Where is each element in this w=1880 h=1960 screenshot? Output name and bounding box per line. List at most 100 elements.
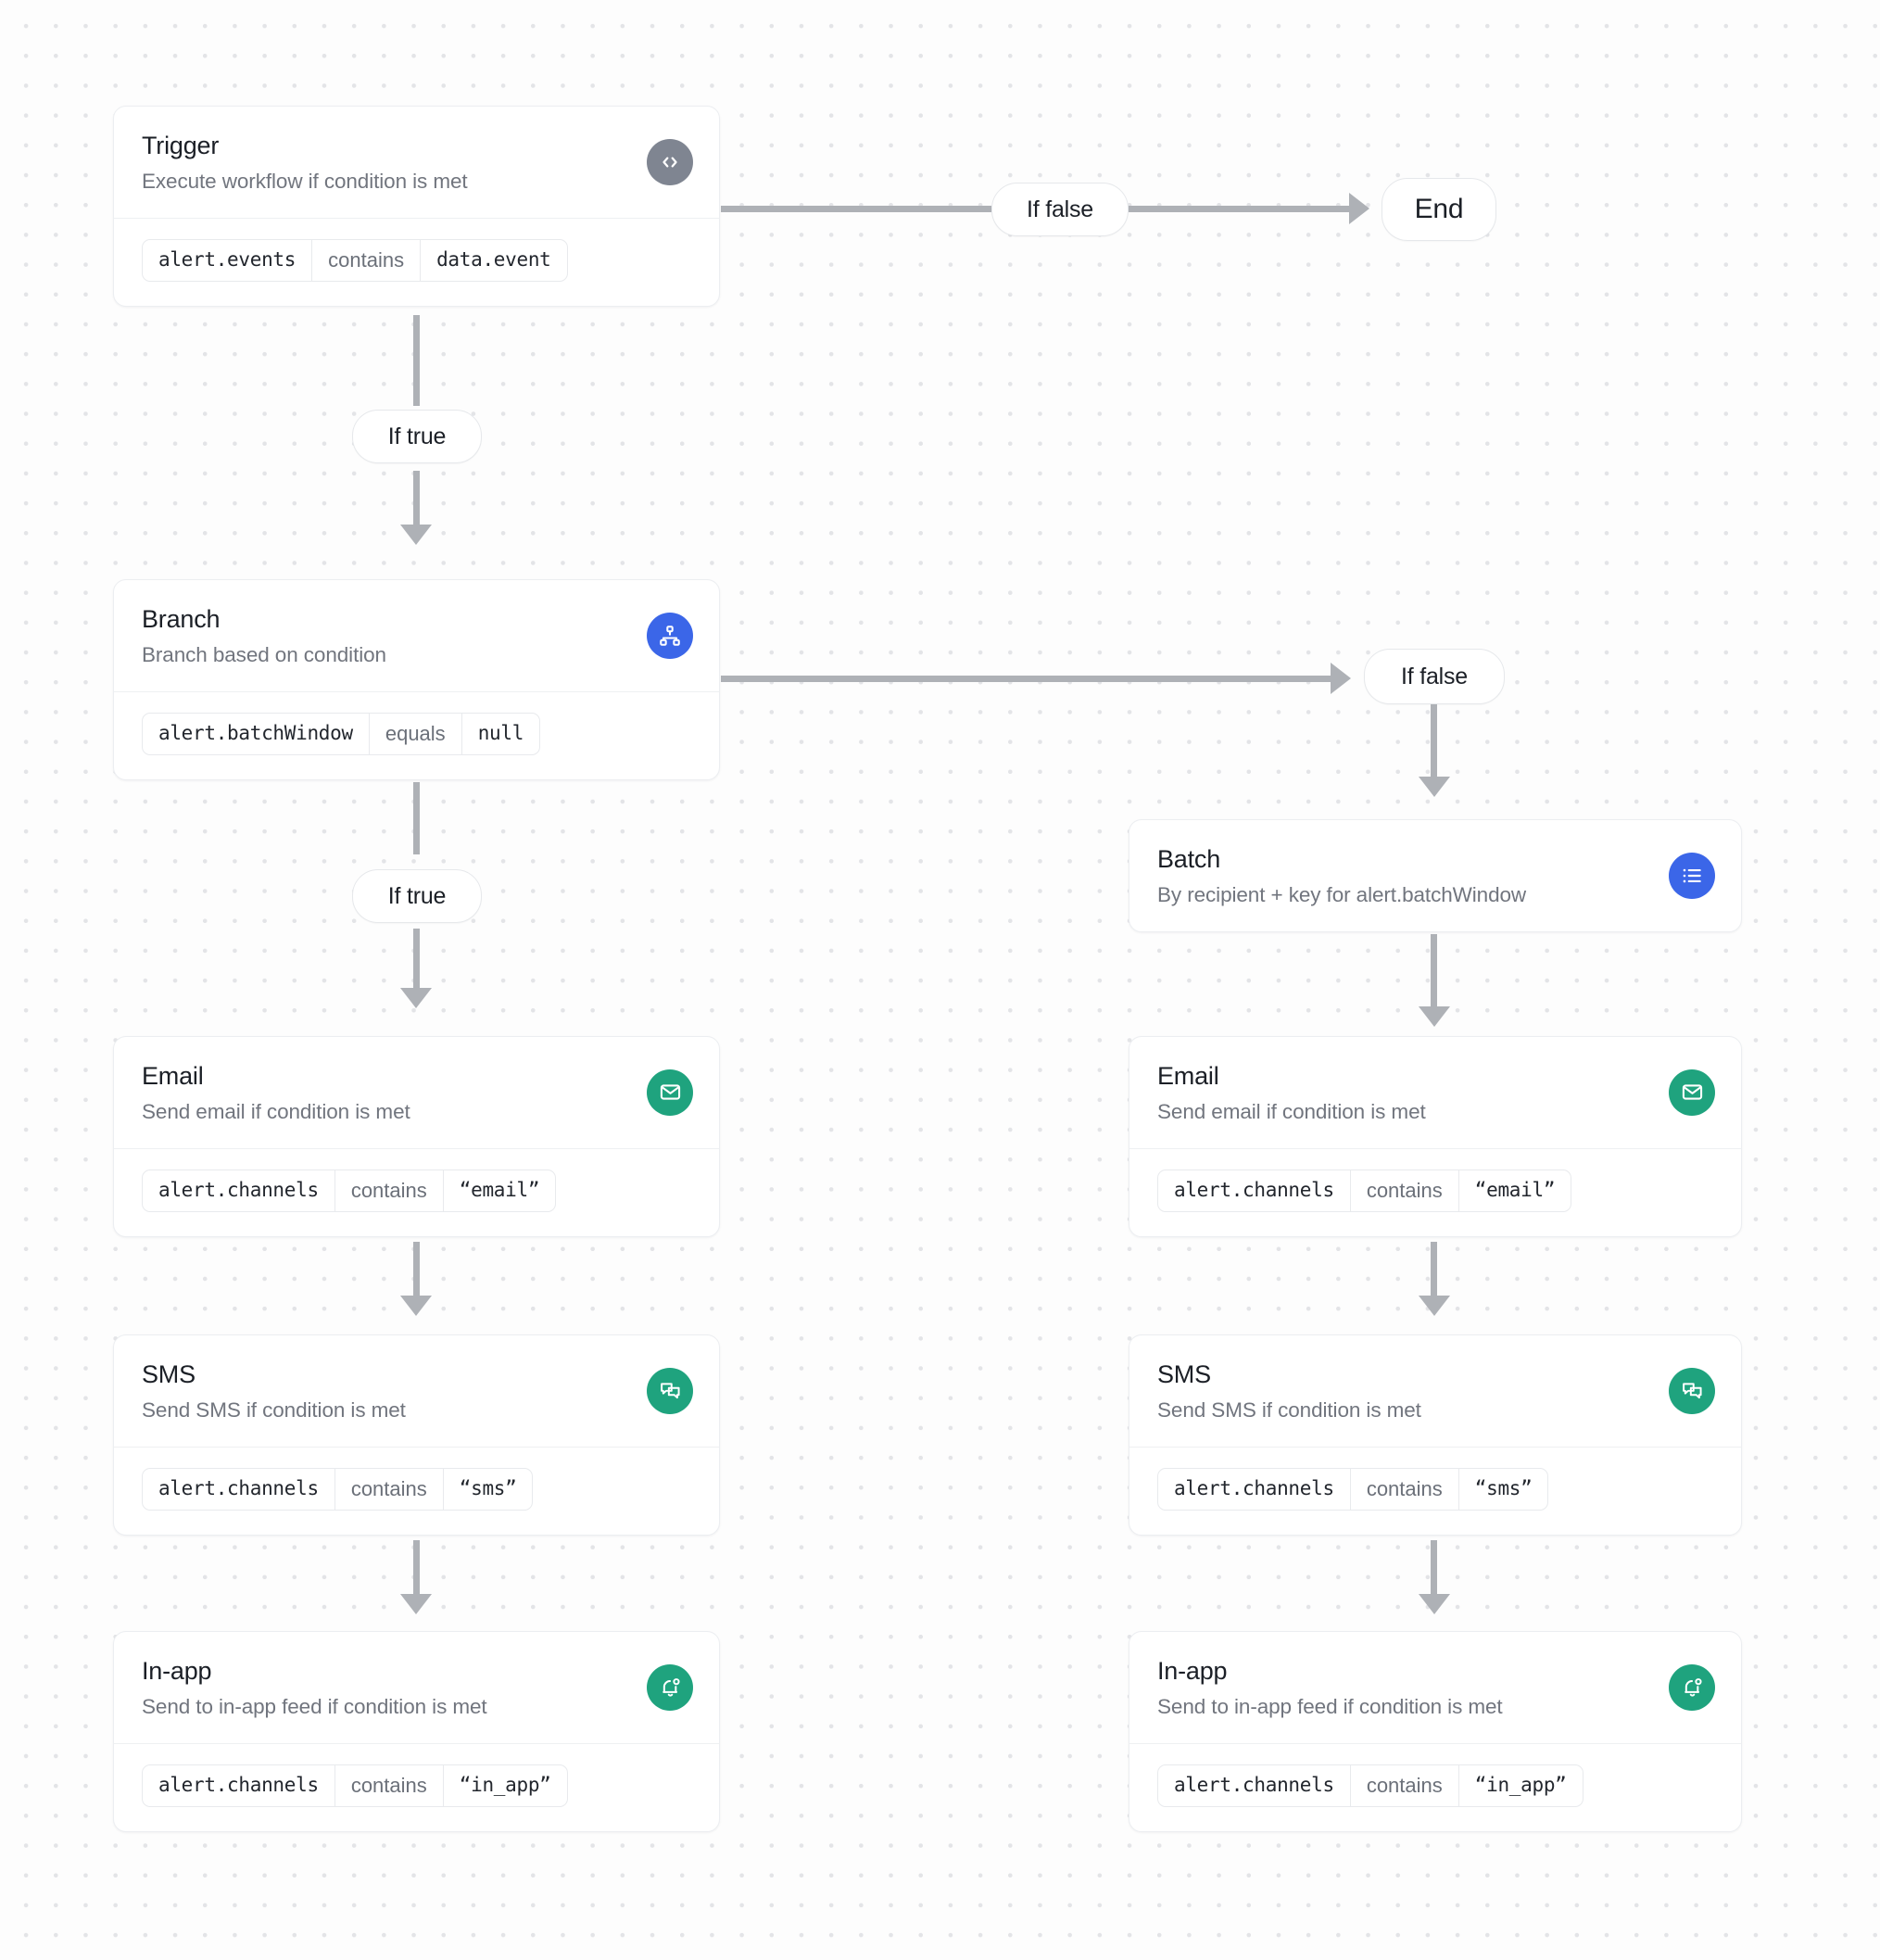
inapp-left-subtitle: Send to in-app feed if condition is met	[142, 1695, 487, 1719]
batch-card-header: Batch By recipient + key for alert.batch…	[1129, 820, 1741, 931]
condition-value: “email”	[459, 1179, 540, 1202]
arrowhead-to-email-left	[400, 988, 432, 1008]
batch-subtitle: By recipient + key for alert.batchWindow	[1157, 883, 1527, 907]
inapp-right-card-header: In-app Send to in-app feed if condition …	[1129, 1632, 1741, 1743]
pill-end[interactable]: End	[1382, 178, 1496, 241]
arrowhead-to-sms-right	[1419, 1296, 1450, 1316]
list-icon	[1669, 852, 1715, 899]
condition-operator: equals	[368, 713, 462, 754]
branch-card-body: alert.batchWindow equals null	[114, 690, 719, 779]
sms-right-title: SMS	[1157, 1360, 1211, 1388]
sms-right-subtitle: Send SMS if condition is met	[1157, 1398, 1421, 1423]
inapp-right-subtitle: Send to in-app feed if condition is met	[1157, 1695, 1503, 1719]
connector-email-to-sms-left	[413, 1242, 420, 1297]
email-right-card-body: alert.channels contains “email”	[1129, 1147, 1741, 1236]
arrowhead-to-branch	[400, 525, 432, 545]
arrowhead-to-sms-left	[400, 1296, 432, 1316]
inapp-right-card-body: alert.channels contains “in_app”	[1129, 1742, 1741, 1831]
node-card-branch[interactable]: Branch Branch based on condition alert.b…	[113, 579, 720, 780]
connector-trigger-to-iffalse	[721, 206, 991, 212]
batch-title: Batch	[1157, 845, 1221, 873]
bell-dot-icon	[1669, 1663, 1715, 1711]
arrowhead-to-email-right	[1419, 1006, 1450, 1027]
condition-field: alert.channels	[1174, 1774, 1334, 1797]
arrowhead-to-end	[1349, 193, 1369, 224]
pill-branch-if-false[interactable]: If false	[1364, 649, 1505, 704]
email-right-title: Email	[1157, 1062, 1219, 1090]
envelope-icon	[1669, 1069, 1715, 1116]
condition-operator: contains	[311, 239, 422, 281]
sms-right-card-header: SMS Send SMS if condition is met	[1129, 1335, 1741, 1447]
node-card-trigger[interactable]: Trigger Execute workflow if condition is…	[113, 106, 720, 307]
inapp-left-card-header: In-app Send to in-app feed if condition …	[114, 1632, 719, 1743]
pill-trigger-if-true[interactable]: If true	[352, 410, 482, 463]
node-card-inapp-left[interactable]: In-app Send to in-app feed if condition …	[113, 1631, 720, 1832]
chat-bubbles-icon	[647, 1367, 693, 1414]
connector-sms-to-inapp-right	[1431, 1540, 1437, 1596]
node-card-email-left[interactable]: Email Send email if condition is met ale…	[113, 1036, 720, 1237]
email-right-condition[interactable]: alert.channels contains “email”	[1157, 1169, 1572, 1212]
condition-field: alert.events	[158, 248, 297, 272]
trigger-card-header: Trigger Execute workflow if condition is…	[114, 107, 719, 218]
inapp-left-condition[interactable]: alert.channels contains “in_app”	[142, 1764, 568, 1807]
condition-value: “in_app”	[1474, 1774, 1567, 1797]
connector-iffalse-to-end	[1129, 206, 1349, 212]
trigger-title: Trigger	[142, 132, 220, 159]
hierarchy-icon	[647, 612, 693, 659]
connector-sms-to-inapp-left	[413, 1540, 420, 1596]
condition-operator: contains	[334, 1764, 444, 1806]
sms-right-condition[interactable]: alert.channels contains “sms”	[1157, 1467, 1549, 1511]
branch-condition[interactable]: alert.batchWindow equals null	[142, 712, 541, 755]
connector-iftrue-to-email	[413, 929, 420, 990]
connector-branch-to-iftrue	[413, 782, 420, 854]
email-left-condition[interactable]: alert.channels contains “email”	[142, 1169, 557, 1212]
condition-value: “in_app”	[459, 1774, 551, 1797]
pill-trigger-if-false[interactable]: If false	[991, 183, 1129, 236]
node-card-inapp-right[interactable]: In-app Send to in-app feed if condition …	[1129, 1631, 1742, 1832]
pill-branch-if-true[interactable]: If true	[352, 869, 482, 923]
condition-field: alert.channels	[158, 1179, 319, 1202]
connector-trigger-to-iftrue	[413, 315, 420, 406]
condition-operator: contains	[334, 1468, 444, 1510]
code-icon	[647, 138, 693, 185]
condition-field: alert.batchWindow	[158, 722, 353, 745]
arrowhead-to-inapp-left	[400, 1594, 432, 1614]
trigger-condition[interactable]: alert.events contains data.event	[142, 238, 568, 282]
trigger-subtitle: Execute workflow if condition is met	[142, 170, 468, 194]
connector-email-to-sms-right	[1431, 1242, 1437, 1297]
condition-field: alert.channels	[1174, 1477, 1334, 1500]
connector-iftrue-to-branch	[413, 471, 420, 526]
condition-value: data.event	[436, 248, 551, 272]
inapp-right-condition[interactable]: alert.channels contains “in_app”	[1157, 1764, 1583, 1807]
arrowhead-to-branch-iffalse	[1331, 663, 1351, 694]
connector-branch-to-iffalse	[721, 676, 1331, 682]
condition-value: null	[477, 722, 524, 745]
arrowhead-to-batch	[1419, 777, 1450, 797]
sms-left-subtitle: Send SMS if condition is met	[142, 1398, 406, 1423]
condition-field: alert.channels	[158, 1477, 319, 1500]
envelope-icon	[647, 1069, 693, 1116]
email-right-card-header: Email Send email if condition is met	[1129, 1037, 1741, 1148]
sms-left-condition[interactable]: alert.channels contains “sms”	[142, 1467, 534, 1511]
connector-batch-to-email	[1431, 934, 1437, 1008]
condition-value: “sms”	[459, 1477, 517, 1500]
email-left-card-body: alert.channels contains “email”	[114, 1147, 719, 1236]
branch-title: Branch	[142, 605, 221, 633]
node-card-batch[interactable]: Batch By recipient + key for alert.batch…	[1129, 819, 1742, 932]
trigger-card-body: alert.events contains data.event	[114, 217, 719, 306]
branch-subtitle: Branch based on condition	[142, 643, 386, 667]
node-card-sms-left[interactable]: SMS Send SMS if condition is met alert.c…	[113, 1334, 720, 1536]
condition-field: alert.channels	[1174, 1179, 1334, 1202]
condition-value: “email”	[1474, 1179, 1556, 1202]
sms-left-card-header: SMS Send SMS if condition is met	[114, 1335, 719, 1447]
node-card-email-right[interactable]: Email Send email if condition is met ale…	[1129, 1036, 1742, 1237]
condition-field: alert.channels	[158, 1774, 319, 1797]
condition-value: “sms”	[1474, 1477, 1533, 1500]
sms-right-card-body: alert.channels contains “sms”	[1129, 1446, 1741, 1535]
inapp-right-title: In-app	[1157, 1657, 1228, 1685]
condition-operator: contains	[334, 1170, 444, 1211]
inapp-left-title: In-app	[142, 1657, 212, 1685]
node-card-sms-right[interactable]: SMS Send SMS if condition is met alert.c…	[1129, 1334, 1742, 1536]
connector-iffalse-to-batch	[1431, 704, 1437, 778]
inapp-left-card-body: alert.channels contains “in_app”	[114, 1742, 719, 1831]
